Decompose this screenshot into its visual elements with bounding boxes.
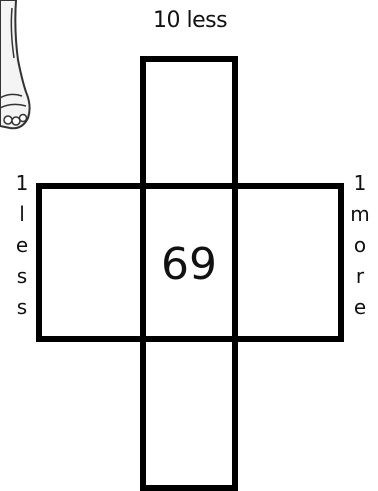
one-more-label-char: o (354, 230, 366, 261)
center-number: 69 (140, 186, 238, 342)
ten-more-box[interactable] (140, 336, 238, 491)
ten-less-box[interactable] (140, 56, 238, 192)
one-less-label-char: l (19, 199, 25, 230)
one-less-label-char: s (17, 292, 27, 323)
one-more-label-char: 1 (354, 168, 367, 199)
one-less-label-char: e (16, 230, 28, 261)
one-more-label-char: e (354, 292, 366, 323)
one-more-label-char: m (350, 199, 369, 230)
sandal-illustration (0, 0, 40, 140)
one-more-label: 1 m o r e (348, 168, 372, 323)
one-less-box[interactable] (36, 183, 146, 342)
one-less-label-char: s (17, 261, 27, 292)
one-more-label-char: r (356, 261, 364, 292)
one-less-label: 1 l e s s (10, 168, 34, 323)
ten-less-label: 10 less (140, 8, 240, 33)
one-more-box[interactable] (232, 183, 344, 342)
one-less-label-char: 1 (16, 168, 29, 199)
